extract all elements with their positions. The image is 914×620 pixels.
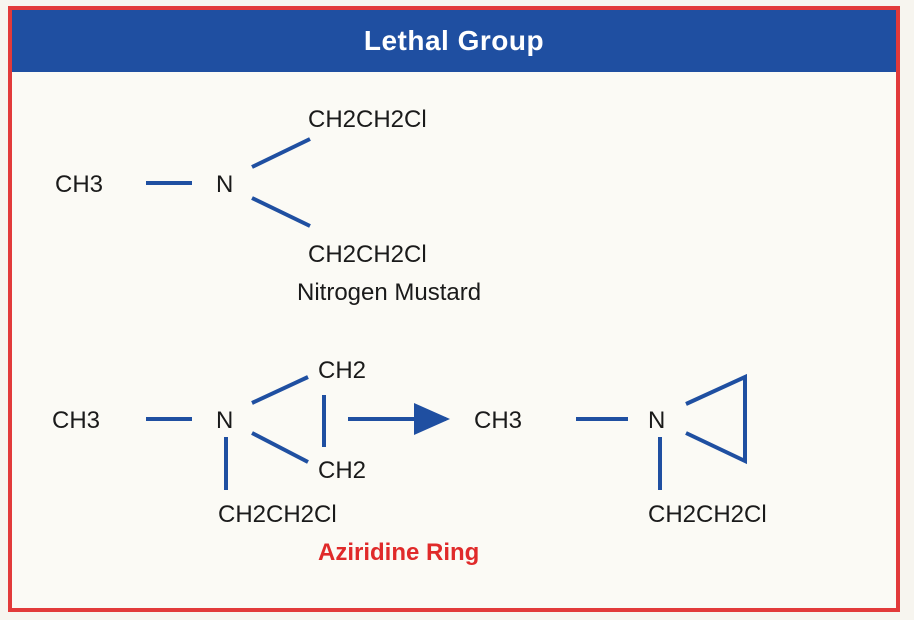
product-arm-label: CH2CH2Cl [648,501,767,528]
aziridinium-arm-label: CH2CH2Cl [218,501,337,528]
mustard-top-bond [251,137,311,169]
product-n-label: N [648,407,665,434]
aziridinium-top-bond [251,375,309,405]
product-ch3-label: CH3 [474,407,522,434]
aziridine-ring-triangle [685,373,747,465]
header-title: Lethal Group [363,25,545,56]
aziridine-caption: Aziridine Ring [318,539,479,566]
mustard-bottom-arm-label: CH2CH2Cl [308,241,427,268]
header-bar: Lethal Group [12,10,896,72]
mustard-top-arm-label: CH2CH2Cl [308,106,427,133]
aziridinium-bottom-bond [251,431,309,464]
mustard-caption: Nitrogen Mustard [297,279,481,306]
diagram-frame: Lethal Group [8,6,900,612]
aziridinium-ch3-label: CH3 [52,407,100,434]
mustard-ch3-label: CH3 [55,171,103,198]
mustard-bottom-bond [251,196,311,228]
aziridinium-ch2-top-label: CH2 [318,357,366,384]
aziridinium-ch2-bottom-label: CH2 [318,457,366,484]
mustard-n-label: N [216,171,233,198]
aziridinium-n-label: N [216,407,233,434]
